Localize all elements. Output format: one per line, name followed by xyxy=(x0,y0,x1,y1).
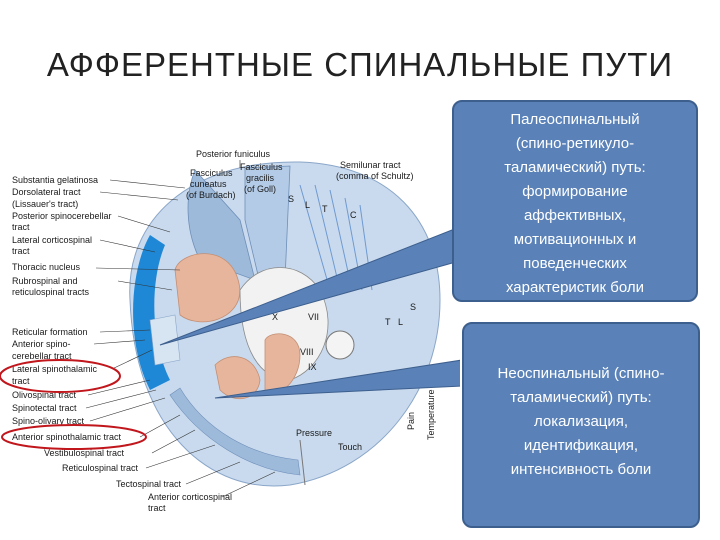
lateral-tract-band xyxy=(133,235,170,390)
callout-pointer-neo xyxy=(214,359,460,399)
label-lateral-spinothalamic-2: tract xyxy=(12,376,30,386)
label-lateral-spinothalamic: Lateral spinothalamic xyxy=(12,364,98,374)
letter-s2: S xyxy=(410,302,416,312)
label-anterior-spinothalamic: Anterior spinothalamic tract xyxy=(12,432,122,442)
callout-neo-line-5: интенсивность боли xyxy=(510,461,652,478)
highlight-anterior-spinothalamic xyxy=(1,424,147,450)
leader-lines xyxy=(85,179,276,498)
label-lateral-corticospinal: Lateral corticospinal xyxy=(12,235,92,245)
cord-cross-section xyxy=(129,161,441,487)
callout-neo-line-4: идентификация, xyxy=(523,437,639,454)
label-pressure: Pressure xyxy=(296,428,332,438)
label-anterior-corticospinal-2: tract xyxy=(148,503,166,513)
label-semilunar-1: Semilunar tract xyxy=(340,160,401,170)
label-posterior-spinocerebellar: Posterior spinocerebellar xyxy=(12,211,112,221)
label-substantia-gelatinosa: Substantia gelatinosa xyxy=(12,175,98,185)
lamina-viii: VIII xyxy=(300,347,314,357)
bottom-labels: Pressure Touch Pain Temperature xyxy=(296,389,436,452)
callout-neo-line-2: таламический) путь: xyxy=(510,389,652,406)
label-temperature: Temperature xyxy=(426,389,436,440)
lamina-x: X xyxy=(272,312,278,322)
label-lissauer: (Lissauer's tract) xyxy=(12,199,78,209)
left-labels: Substantia gelatinosa Dorsolateral tract… xyxy=(12,175,232,513)
label-cuneatus-3: (of Burdach) xyxy=(186,190,236,200)
callout-paleospinal: Палеоспинальный (спино-ретикуло- таламич… xyxy=(452,100,698,302)
label-gracilis-1: Fasciculus xyxy=(240,162,283,172)
label-posterior-funiculus: Posterior funiculus xyxy=(196,149,271,159)
label-olivospinal: Olivospinal tract xyxy=(12,390,77,400)
callout-paleo-line-5: аффективных, xyxy=(523,207,627,224)
callout-pointer-paleo xyxy=(159,229,460,346)
label-pain: Pain xyxy=(406,412,416,430)
callout-paleo-line-3: таламический) путь: xyxy=(504,159,646,176)
letter-l: L xyxy=(305,200,310,210)
anterior-fissure xyxy=(299,439,306,486)
label-reticulospinal: Reticulospinal tract xyxy=(62,463,139,473)
label-reticulospinal-tracts: reticulospinal tracts xyxy=(12,287,90,297)
label-gracilis-3: (of Goll) xyxy=(244,184,276,194)
slide-title: АФФЕРЕНТНЫЕ СПИНАЛЬНЫЕ ПУТИ xyxy=(46,46,674,83)
callout-paleo-line-4: формирование xyxy=(522,183,628,200)
label-dorsolateral: Dorsolateral tract xyxy=(12,187,81,197)
letter-s: S xyxy=(288,194,294,204)
callout-paleo-line-8: характеристик боли xyxy=(505,279,645,296)
posterior-horn-lines xyxy=(299,184,373,291)
label-tectospinal: Tectospinal tract xyxy=(116,479,182,489)
callout-neo-line-3: локализация, xyxy=(533,413,629,430)
spinal-cord-diagram: Posterior funiculus Fasciculus cuneatus … xyxy=(0,149,460,513)
callout-paleo-line-7: поведенческих xyxy=(523,255,627,272)
letter-t: T xyxy=(322,204,328,214)
letter-t2: T xyxy=(385,317,391,327)
label-semilunar-2: (comma of Schultz) xyxy=(336,171,414,181)
letter-c: C xyxy=(350,210,357,220)
label-cerebellar-tract: cerebellar tract xyxy=(12,351,72,361)
label-reticular-formation: Reticular formation xyxy=(12,327,88,337)
lamina-ix: IX xyxy=(308,362,317,372)
label-rubrospinal: Rubrospinal and xyxy=(12,276,78,286)
letter-l2: L xyxy=(398,317,403,327)
label-spino-olivary: Spino-olivary tract xyxy=(12,416,85,426)
label-spinotectal: Spinotectal tract xyxy=(12,403,77,413)
callout-paleo-line-1: Палеоспинальный xyxy=(510,111,640,128)
inner-letters: S L T C S T L VII VIII IX X xyxy=(272,194,416,372)
top-labels: Posterior funiculus Fasciculus cuneatus … xyxy=(186,149,414,200)
callout-neospinal: Неоспинальный (спино- таламический) путь… xyxy=(462,322,700,528)
label-anterior-corticospinal: Anterior corticospinal xyxy=(148,492,232,502)
label-posterior-spinocerebellar-2: tract xyxy=(12,222,30,232)
lamina-vii: VII xyxy=(308,312,319,322)
callout-paleo-line-2: (спино-ретикуло- xyxy=(515,135,635,152)
label-gracilis-2: gracilis xyxy=(246,173,275,183)
label-cuneatus-2: cuneatus xyxy=(190,179,227,189)
label-anterior-spino: Anterior spino- xyxy=(12,339,71,349)
label-lateral-corticospinal-2: tract xyxy=(12,246,30,256)
highlight-lateral-spinothalamic xyxy=(0,359,121,393)
callout-neo-line-1: Неоспинальный (спино- xyxy=(497,365,665,382)
anterior-tracts-band xyxy=(169,387,301,476)
label-thoracic-nucleus: Thoracic nucleus xyxy=(12,262,81,272)
label-cuneatus-1: Fasciculus xyxy=(190,168,233,178)
label-touch: Touch xyxy=(338,442,362,452)
lateral-spinothalamic-region xyxy=(149,314,181,366)
label-vestibulospinal: Vestibulospinal tract xyxy=(44,448,125,458)
callout-paleo-line-6: мотивационных и xyxy=(513,231,637,248)
central-canal xyxy=(325,330,355,360)
